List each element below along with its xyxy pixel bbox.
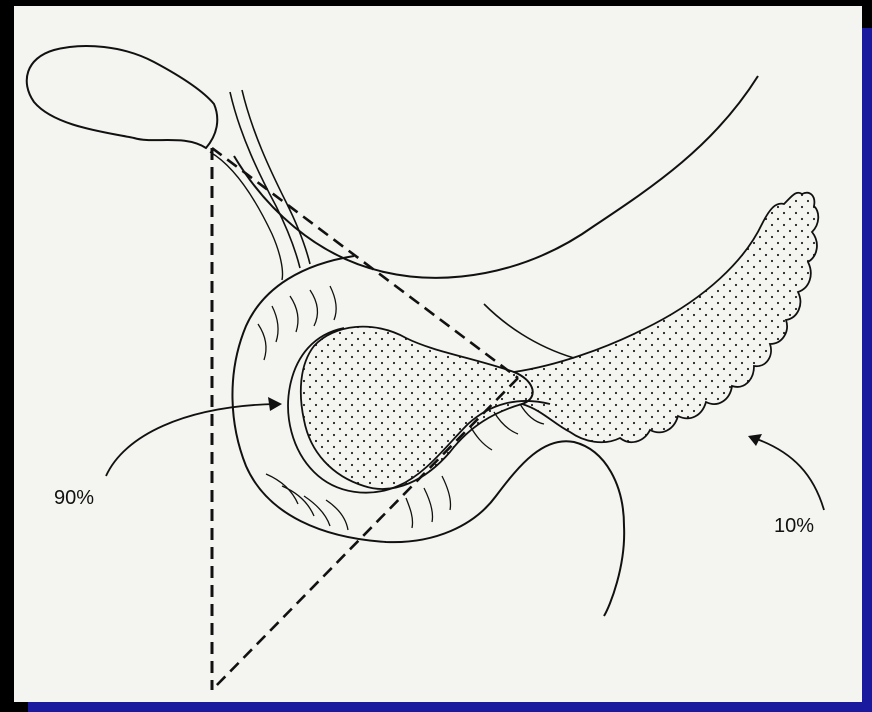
anatomical-diagram [14,6,862,702]
slide-border-bottom [28,702,872,712]
slide-border-right [862,28,872,712]
pancreas-head [301,327,533,489]
arrow-90-percent [106,404,276,476]
stomach-outline [234,76,758,278]
label-10-percent: 10% [774,516,814,536]
gallbladder-outline [27,46,218,148]
arrowhead-90-percent [268,397,282,411]
pancreas-body-tail [514,193,818,443]
stomach-inner-fold [484,304,574,358]
arrow-10-percent [754,438,824,510]
scanned-illustration: 90% 10% [14,6,862,702]
label-90-percent: 90% [54,488,94,508]
